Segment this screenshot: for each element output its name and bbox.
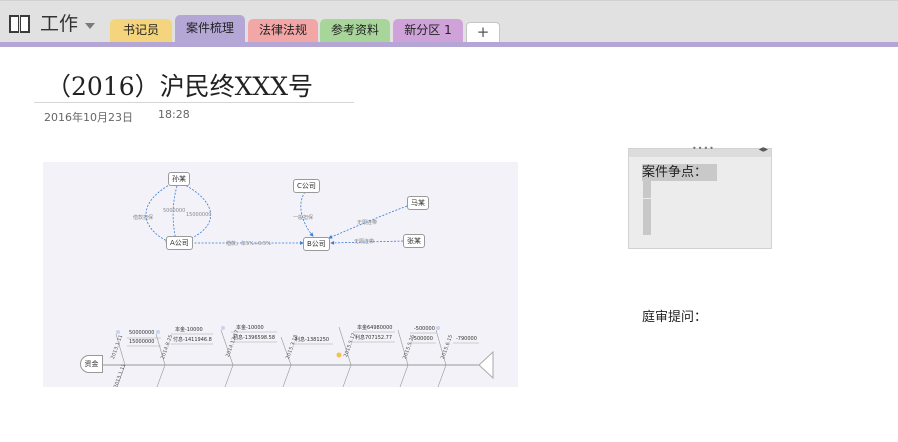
page-time: 18:28 <box>158 108 190 121</box>
tab-section-5[interactable]: 新分区 1 <box>393 19 463 42</box>
note-drag-handle[interactable]: •••• ◀▶ <box>629 144 771 157</box>
tab-section-label: 书记员 <box>122 23 159 37</box>
edge-ma-b <box>328 205 408 239</box>
diagram-node-a-company: A公司 <box>166 236 193 250</box>
fishbone-value: 利息707152.77 <box>355 335 393 341</box>
tab-section-4[interactable]: 参考资料 <box>320 19 390 42</box>
title-divider <box>34 102 354 103</box>
diagram-node-sun: 孙某 <box>168 172 190 186</box>
fishbone-value: -790000 <box>456 336 477 342</box>
fishbone-head: 资金 <box>80 355 103 373</box>
edge-label: 一般担保 <box>293 215 314 221</box>
note-container[interactable]: •••• ◀▶ 案件争点： <box>628 144 772 249</box>
edge-label: 15000000 <box>186 212 212 218</box>
fishbone-value: 利息-1381250 <box>295 337 330 343</box>
edge-sun-a-right <box>182 183 211 242</box>
section-accent-bar <box>0 42 898 47</box>
drag-dots-icon: •••• <box>692 144 715 153</box>
court-questions-label[interactable]: 庭审提问： <box>642 310 708 325</box>
edge-label: 借款担保 <box>133 215 154 221</box>
fishbone-tail <box>478 350 494 380</box>
edge-label: 无限连带 <box>357 220 378 226</box>
fishbone-value: 本金64980000 <box>357 325 393 331</box>
notebook-title[interactable]: 工作 <box>40 13 79 35</box>
case-diagram-image[interactable]: 孙某 A公司 C公司 B公司 马某 张某 借款担保 5000000 150000… <box>43 162 518 387</box>
tab-section-label: 案件梳理 <box>185 21 234 35</box>
fishbone-value: 本金-10000 <box>175 327 203 333</box>
edge-label: 5000000 <box>163 208 186 214</box>
tab-section-label: 新分区 1 <box>404 23 452 37</box>
chevron-down-icon[interactable] <box>85 23 95 29</box>
fishbone-value: -500000 <box>414 326 435 332</box>
tab-section-label: 法律法规 <box>258 23 307 37</box>
diagram-node-ma: 马某 <box>407 196 429 210</box>
fishbone-value: 利息-1396598.58 <box>233 335 276 341</box>
fishbone-value: 50000000 <box>129 330 155 336</box>
fishbone-value: 付息-1411946.8 <box>173 337 212 343</box>
edge-label: 无限连带 <box>354 239 375 245</box>
edge-c-b <box>300 191 314 237</box>
tab-section-2[interactable]: 案件梳理 <box>175 15 245 42</box>
bullet-indent-bar <box>643 181 651 198</box>
tab-section-3[interactable]: 法律法规 <box>248 19 318 42</box>
page-title[interactable]: （2016）沪民终XXX号 <box>46 72 314 101</box>
edge-label: 借款，年5%+0.5% <box>226 241 271 247</box>
bullet-indent-bar <box>643 199 651 235</box>
dispute-points-heading[interactable]: 案件争点： <box>642 164 717 181</box>
diagram-node-zhang: 张某 <box>403 234 425 248</box>
resize-arrows-icon[interactable]: ◀▶ <box>758 146 768 153</box>
diagram-node-b-company: B公司 <box>303 237 330 251</box>
notebook-icon[interactable] <box>9 15 32 33</box>
add-section-button[interactable]: + <box>466 22 500 42</box>
notebook-icon-left-page <box>9 15 19 33</box>
edge-zhang-b <box>330 240 404 245</box>
diagram-node-c-company: C公司 <box>293 179 320 193</box>
diagram-connectors <box>103 183 494 387</box>
fishbone-value: 本金-10000 <box>236 325 264 331</box>
fishbone-value: 15000000 <box>129 339 155 345</box>
tab-section-label: 参考资料 <box>330 23 379 37</box>
notebook-icon-right-page <box>20 15 30 33</box>
fishbone-value: -500000 <box>412 336 433 342</box>
tab-section-1[interactable]: 书记员 <box>110 19 172 42</box>
page-date: 2016年10月23日 <box>44 111 133 124</box>
